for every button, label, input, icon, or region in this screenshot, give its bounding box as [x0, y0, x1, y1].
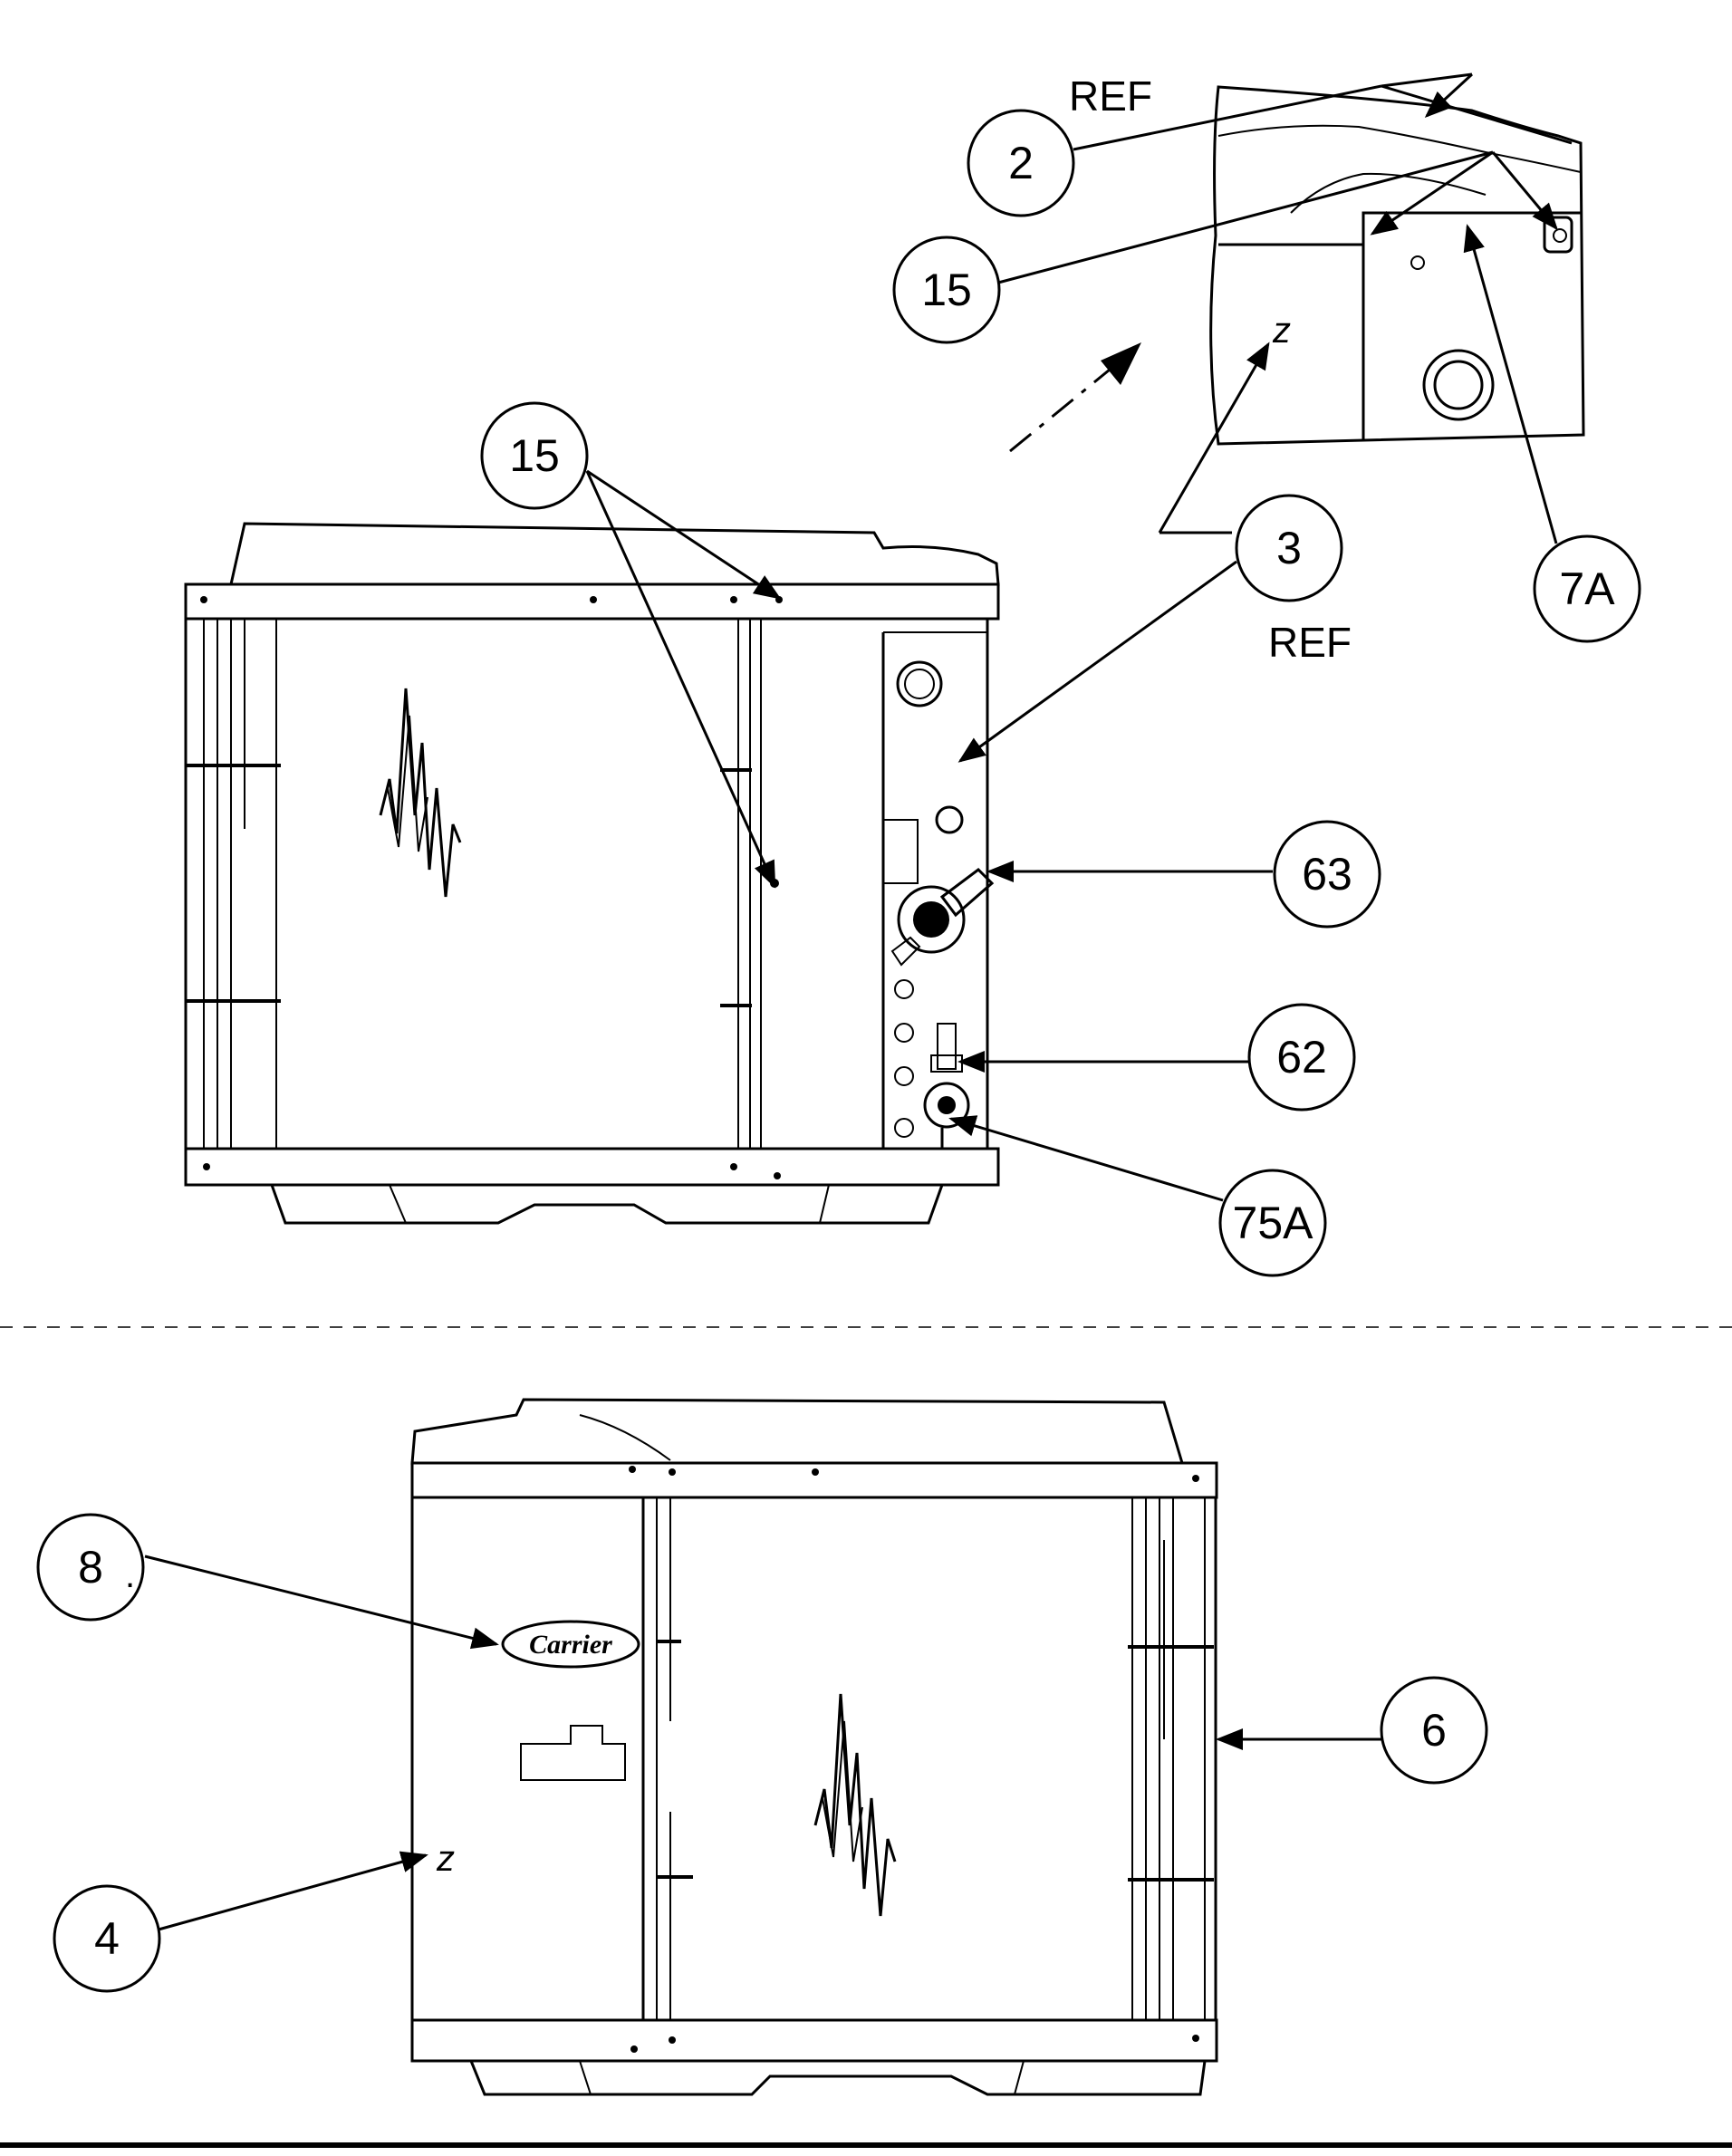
callout-63-label: 63: [1302, 849, 1352, 900]
carrier-logo: Carrier: [501, 1620, 640, 1669]
callout-75a-label: 75A: [1233, 1198, 1314, 1248]
ref-label-top: REF: [1069, 72, 1152, 120]
callout-15-top-label: 15: [921, 265, 972, 315]
view-direction-arrow: [1009, 342, 1141, 453]
callout-8-label: 8: [78, 1542, 103, 1593]
callout-3: 3: [1235, 494, 1343, 602]
callout-7a: 7A: [1533, 534, 1641, 643]
callout-75a: 75A: [1218, 1169, 1327, 1277]
callout-4: 4: [53, 1884, 161, 1993]
callout-3-label: 3: [1276, 523, 1302, 573]
leader-lines: [144, 72, 1573, 1931]
callout-62: 62: [1247, 1003, 1356, 1112]
callout-4-label: 4: [94, 1913, 120, 1964]
carrier-logo-text: Carrier: [529, 1630, 612, 1660]
callout-2-label: 2: [1008, 138, 1034, 188]
callout-15-mid-label: 15: [509, 430, 560, 481]
callout-6-label: 6: [1421, 1705, 1447, 1756]
callout-8: 8: [36, 1513, 145, 1622]
callout-15-mid: 15: [480, 401, 589, 510]
handwritten-mark-front: z: [436, 1839, 455, 1879]
callout-2: 2: [967, 109, 1075, 217]
stray-dot: .: [125, 1555, 135, 1595]
callout-7a-label: 7A: [1559, 563, 1615, 614]
ref-label-mid: REF: [1268, 619, 1352, 666]
callout-62-label: 62: [1276, 1032, 1327, 1083]
detail-view-corner: [1209, 85, 1585, 446]
handwritten-mark-detail: z: [1272, 311, 1291, 351]
callout-15-top: 15: [892, 236, 1001, 344]
callout-63: 63: [1273, 820, 1381, 929]
unit-side-view: [184, 522, 1000, 1225]
callout-6: 6: [1380, 1676, 1488, 1785]
unit-front-view: Carrier: [410, 1398, 1218, 2096]
